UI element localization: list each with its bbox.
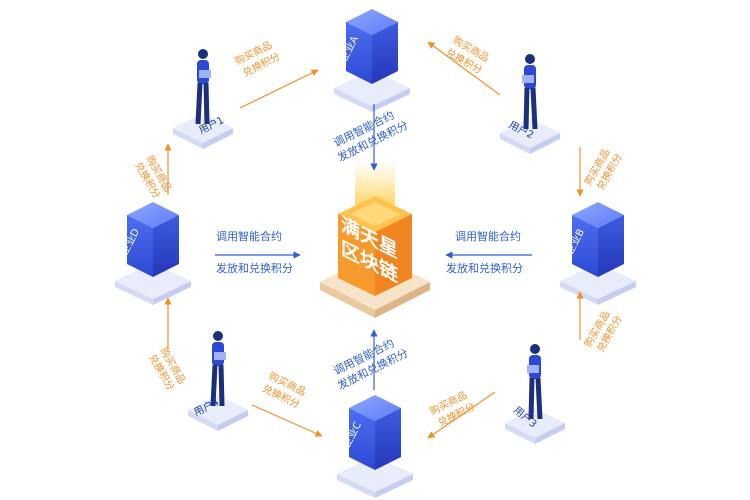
person-icon	[522, 54, 538, 130]
company-a: 企业A	[334, 9, 410, 112]
purchase-label-u1-a: 购买商品 兑换积分	[233, 38, 283, 79]
contract-label-bottom: 调用智能合约 发放和兑换积分	[331, 336, 410, 393]
purchase-label-u3-b: 购买商品 兑换积分	[581, 308, 625, 354]
company-c: 企业C	[337, 395, 413, 498]
arrow-u1-a	[239, 69, 319, 109]
blockchain-core: 满天星 区块链	[320, 160, 430, 318]
contract-label-left: 调用智能合约 发放和兑换积分	[216, 229, 293, 275]
arrow-u3-c	[427, 391, 496, 439]
user-1: 用户1	[173, 49, 233, 149]
user-4: 用户4	[188, 331, 248, 431]
purchase-label-u2-b: 购买商品 兑换积分	[581, 146, 625, 192]
contract-right-line1: 调用智能合约	[455, 229, 521, 243]
user-2: 用户2	[500, 54, 560, 154]
arrow-u4-c	[251, 404, 323, 437]
person-icon	[210, 331, 226, 407]
contract-label-top: 调用智能合约 发放和兑换积分	[331, 108, 410, 165]
person-icon	[527, 344, 543, 420]
arrow-u2-a	[427, 41, 501, 96]
purchase-label-u3-c: 购买商品 兑换积分	[428, 388, 478, 429]
purchase-label-u4-c: 购买商品 兑换积分	[260, 369, 308, 411]
company-d: 企业D	[115, 202, 191, 305]
contract-label-right: 调用智能合约 发放和兑换积分	[446, 229, 523, 275]
purchase-label-u4-d: 购买商品 兑换积分	[146, 345, 189, 393]
company-b: 企业B	[560, 202, 636, 305]
purchase-label-u2-a: 购买商品 兑换积分	[444, 33, 492, 76]
person-icon	[195, 49, 211, 125]
contract-right-line2: 发放和兑换积分	[446, 261, 523, 275]
contract-left-line1: 调用智能合约	[216, 229, 282, 243]
contract-left-line2: 发放和兑换积分	[216, 261, 293, 275]
user-3: 用户3	[505, 344, 565, 444]
